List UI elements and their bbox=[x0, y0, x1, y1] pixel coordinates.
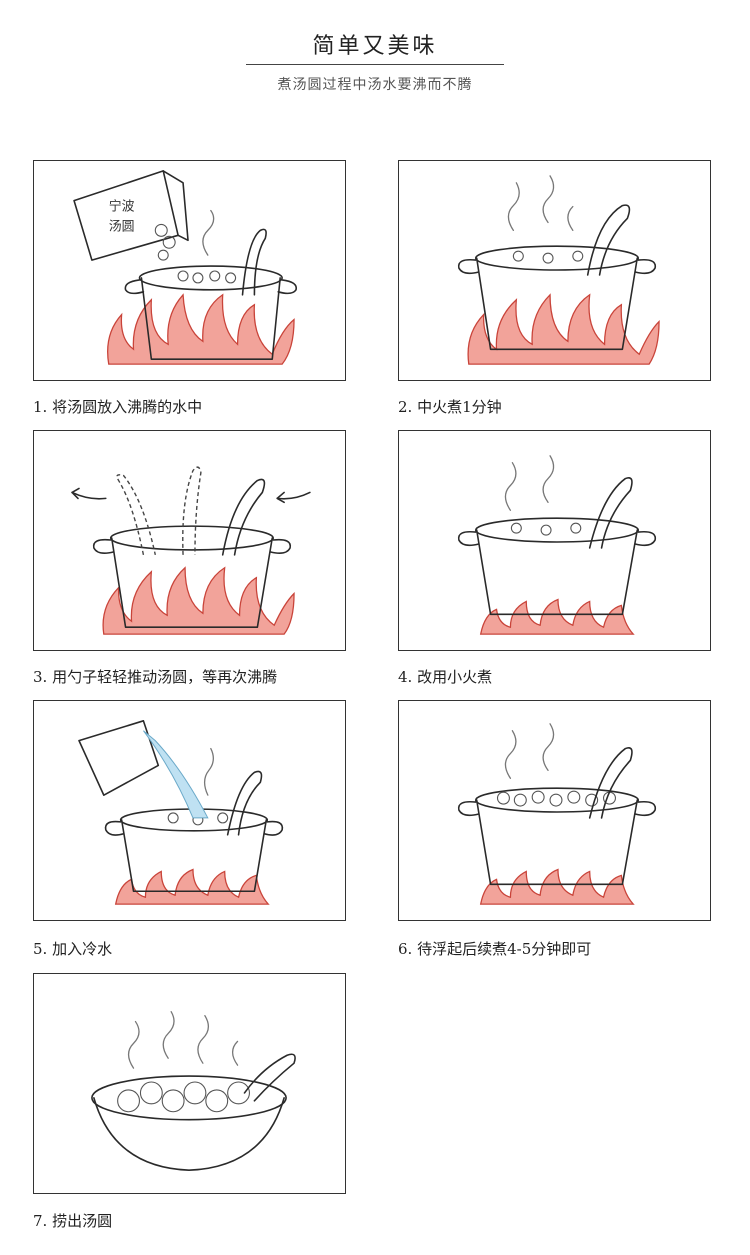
step-2-caption: 2. 中火煮1分钟 bbox=[398, 398, 502, 416]
flames-icon bbox=[479, 868, 635, 905]
pot-low-fire-illustration bbox=[457, 455, 657, 635]
measuring-cup-icon bbox=[78, 720, 209, 819]
pot-floating-tangyuan-illustration bbox=[457, 723, 657, 905]
page-title: 简单又美味 bbox=[312, 34, 438, 59]
step-2-illustration bbox=[398, 160, 711, 381]
bag-text-2: 汤圆 bbox=[109, 219, 135, 234]
flames-icon bbox=[467, 293, 660, 365]
flames-icon bbox=[114, 868, 270, 905]
step-4-caption: 4. 改用小火煮 bbox=[398, 668, 493, 686]
step-1-caption: 1. 将汤圆放入沸腾的水中 bbox=[33, 398, 203, 416]
step-7-illustration bbox=[33, 973, 346, 1194]
flames-icon bbox=[102, 566, 295, 635]
flames-icon bbox=[107, 293, 295, 365]
pot-stirring-illustration bbox=[71, 466, 311, 635]
step-5-caption: 5. 加入冷水 bbox=[33, 940, 113, 958]
flames-icon bbox=[479, 598, 635, 635]
step-1-illustration: 宁波 汤圆 bbox=[33, 160, 346, 381]
step-6-illustration bbox=[398, 700, 711, 921]
step-3-illustration bbox=[33, 430, 346, 651]
pot-with-bag-illustration: 宁波 汤圆 bbox=[73, 170, 298, 365]
step-3-caption: 3. 用勺子轻轻推动汤圆，等再次沸腾 bbox=[33, 668, 278, 686]
spoon-icon bbox=[243, 1053, 296, 1102]
bag-text-1: 宁波 bbox=[109, 199, 135, 215]
pot-add-cold-water-illustration bbox=[78, 720, 284, 905]
pot-medium-fire-illustration bbox=[457, 175, 660, 365]
arrow-left-icon bbox=[71, 491, 107, 500]
step-7-caption: 7. 捞出汤圆 bbox=[33, 1212, 113, 1230]
tangyuan-bag-icon: 宁波 汤圆 bbox=[73, 170, 189, 261]
title-divider bbox=[246, 64, 504, 65]
arrow-right-icon bbox=[276, 491, 311, 500]
step-5-illustration bbox=[33, 700, 346, 921]
step-4-illustration bbox=[398, 430, 711, 651]
bowl-of-tangyuan-illustration bbox=[91, 1011, 296, 1172]
step-6-caption: 6. 待浮起后续煮4-5分钟即可 bbox=[398, 940, 592, 958]
page-subtitle: 煮汤圆过程中汤水要沸而不腾 bbox=[277, 77, 473, 93]
